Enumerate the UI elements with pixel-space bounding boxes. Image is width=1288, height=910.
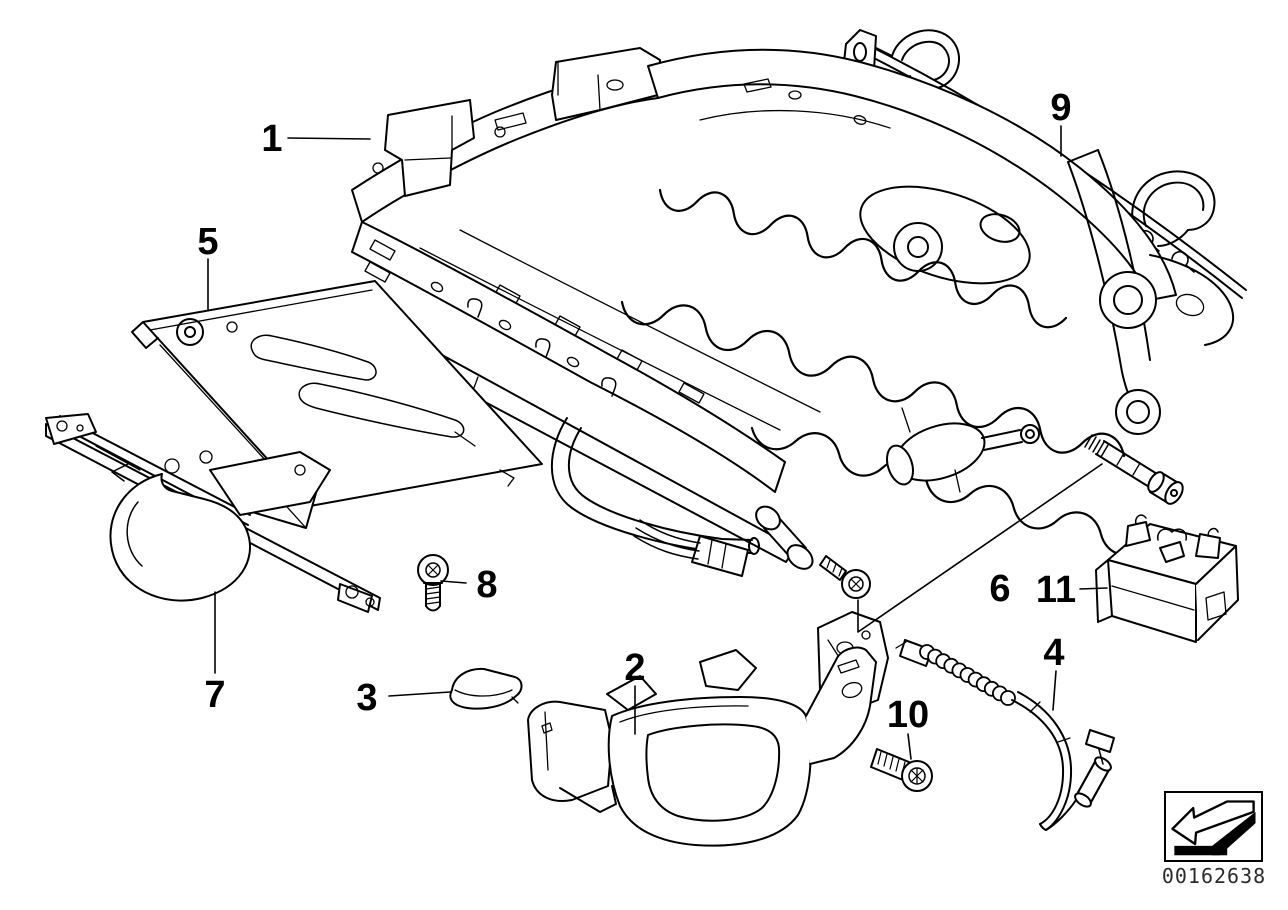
leader-line-11 bbox=[1079, 587, 1108, 590]
leader-line-1 bbox=[287, 137, 371, 140]
part-10-screw bbox=[870, 748, 933, 792]
leader-line-4 bbox=[1052, 670, 1057, 711]
part-3-cap bbox=[449, 667, 523, 710]
callout-8[interactable]: 8 bbox=[476, 564, 497, 606]
callout-1[interactable]: 1 bbox=[261, 118, 282, 160]
callout-6[interactable]: 6 bbox=[989, 568, 1010, 610]
leader-line-10 bbox=[907, 733, 912, 760]
callout-9[interactable]: 9 bbox=[1050, 87, 1071, 129]
callout-4[interactable]: 4 bbox=[1043, 632, 1064, 674]
part-11-actuator bbox=[1095, 514, 1239, 643]
leader-line-6 bbox=[857, 463, 1103, 633]
part-7-rail-drive bbox=[45, 413, 381, 613]
part-6-spindle-screw bbox=[819, 434, 1184, 599]
arrow-down-left-icon bbox=[1171, 800, 1256, 856]
part-8-screw bbox=[417, 554, 449, 612]
part-4-bowden-cable bbox=[895, 639, 1115, 831]
callout-3[interactable]: 3 bbox=[356, 677, 377, 719]
callout-7[interactable]: 7 bbox=[204, 674, 225, 716]
nav-plate[interactable] bbox=[1164, 791, 1263, 862]
leader-line-8 bbox=[440, 580, 467, 584]
seat-springs bbox=[620, 188, 1190, 562]
part-5-panel bbox=[131, 280, 543, 507]
callout-10[interactable]: 10 bbox=[887, 694, 929, 736]
leader-line-3 bbox=[388, 691, 451, 697]
callout-5[interactable]: 5 bbox=[197, 221, 218, 263]
image-number: 00162638 bbox=[1161, 864, 1267, 888]
callout-2[interactable]: 2 bbox=[624, 647, 645, 689]
part-2-trim-cover bbox=[527, 646, 877, 847]
callout-11[interactable]: 11 bbox=[1036, 569, 1076, 611]
